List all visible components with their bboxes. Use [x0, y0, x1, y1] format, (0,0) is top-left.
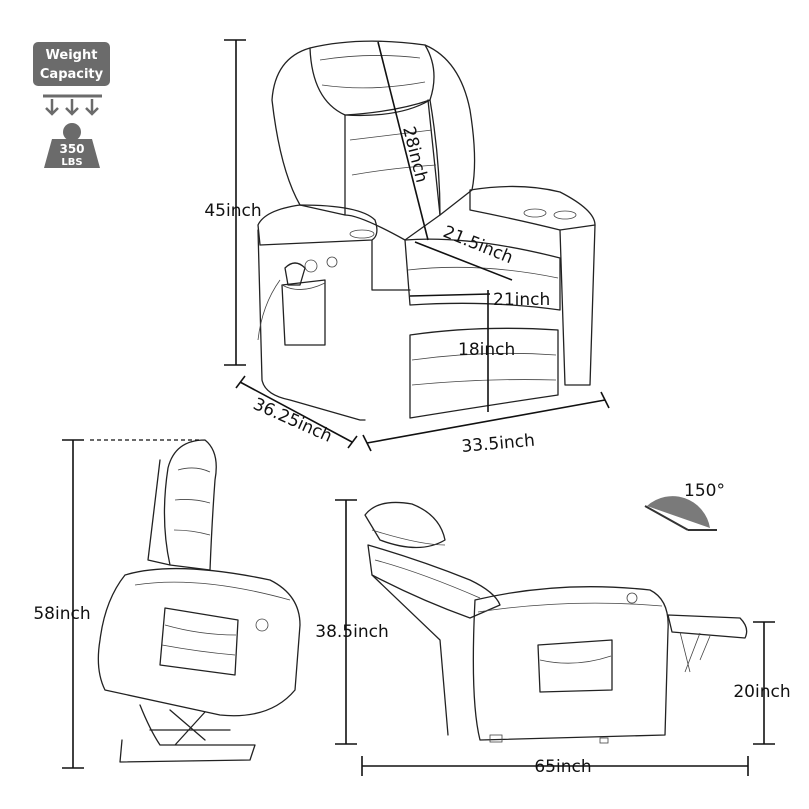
recline-length-value: 65inch — [534, 757, 591, 777]
recline-view-chair-illustration — [364, 501, 748, 744]
overall-height-label: 45inch — [204, 201, 261, 221]
lift-view-chair-illustration — [97, 439, 301, 763]
weight-unit: LBS — [61, 157, 82, 168]
width-dimension — [362, 391, 610, 452]
backrest-height-dimension — [377, 41, 429, 241]
seat-width-label: 21inch — [493, 290, 550, 310]
recline-angle-label: 150° — [684, 481, 725, 501]
badge-label-box — [33, 42, 110, 86]
recline-height-label: 38.5inch — [315, 622, 388, 642]
recline-length-label: 65inch — [534, 757, 591, 777]
badge-title-line1: Weight — [46, 48, 98, 63]
footrest-height-label: 20inch — [733, 682, 790, 702]
down-arrows-icon — [45, 99, 99, 116]
depth-dimension — [235, 375, 358, 449]
width-label: 33.5inch — [461, 431, 536, 457]
front-height-dimension — [224, 39, 246, 366]
recline-height-dimension — [335, 499, 357, 745]
seat-height-label: 18inch — [458, 340, 515, 360]
weight-capacity-badge: Weight Capacity 350 LBS — [33, 42, 110, 168]
seat-width-dimension — [409, 293, 491, 297]
lift-height-dimension — [62, 439, 84, 769]
footrest-height-dimension — [753, 621, 775, 745]
front-view-chair-illustration — [257, 40, 596, 421]
backrest-height-label: 28inch — [398, 124, 431, 184]
depth-label: 36.25inch — [250, 394, 335, 447]
seat-depth-dimension — [414, 241, 513, 281]
recline-length-dimension — [361, 756, 749, 776]
lift-height-label: 58inch — [33, 604, 90, 624]
weight-icon — [44, 123, 100, 168]
seat-depth-label: 21.5inch — [440, 222, 516, 268]
badge-title-line2: Capacity — [40, 67, 104, 82]
recline-angle-icon — [644, 496, 717, 531]
weight-value: 350 — [59, 142, 84, 156]
